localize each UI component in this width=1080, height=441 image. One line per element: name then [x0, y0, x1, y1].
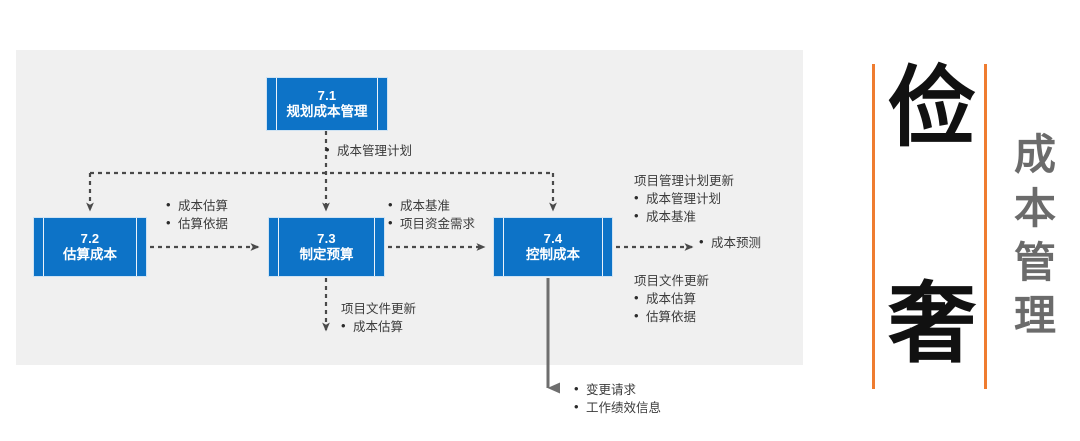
annotation-cost-baseline: 成本基准 项目资金需求	[388, 196, 475, 233]
annotation-item: 成本管理计划	[325, 141, 412, 160]
poster-rule-left	[872, 64, 875, 389]
process-number: 7.3	[317, 231, 336, 247]
annotation-header: 项目文件更新	[341, 302, 417, 316]
poster-title-char-1: 成	[1013, 130, 1056, 179]
box-divider-left	[503, 218, 504, 276]
annotation-project-docs-update-1: 项目文件更新 成本估算	[341, 300, 416, 336]
box-divider-right	[377, 78, 378, 130]
annotation-item: 成本基准	[634, 207, 734, 226]
annotation-header: 项目文件更新	[634, 274, 710, 288]
annotation-cost-management-plan: 成本管理计划	[325, 141, 412, 160]
poster-title-char-4: 理	[1013, 291, 1056, 341]
poster-char-top: 俭	[887, 56, 976, 159]
annotation-cost-estimates: 成本估算 估算依据	[166, 196, 228, 233]
process-box-7-1[interactable]: 7.1 规划成本管理	[266, 77, 388, 131]
poster-vertical-title: 成 本 管 理	[1004, 128, 1066, 343]
poster-char-bottom: 奢	[887, 272, 976, 375]
annotation-item: 估算依据	[634, 307, 709, 326]
annotation-change-requests: 变更请求 工作绩效信息	[574, 380, 661, 417]
annotation-item: 估算依据	[166, 214, 228, 233]
process-name: 估算成本	[63, 246, 117, 262]
annotation-item: 成本管理计划	[634, 189, 734, 208]
connector-distribution-bar	[86, 171, 557, 212]
process-number: 7.4	[543, 231, 563, 247]
poster-panel: 俭 奢 成 本 管 理	[860, 50, 1080, 390]
annotation-project-docs-update-2: 项目文件更新 成本估算 估算依据	[634, 272, 709, 326]
process-name: 规划成本管理	[286, 103, 368, 119]
process-number: 7.1	[317, 88, 337, 104]
process-box-7-2[interactable]: 7.2 估算成本	[33, 217, 147, 277]
annotation-item: 成本预测	[699, 233, 761, 252]
poster-title-char-3: 管	[1013, 237, 1056, 287]
process-name: 制定预算	[299, 246, 354, 262]
annotation-item: 成本估算	[634, 289, 709, 308]
annotation-item: 变更请求	[574, 380, 661, 399]
annotation-item: 项目资金需求	[388, 214, 475, 233]
poster-title-char-2: 本	[1013, 183, 1056, 233]
box-divider-left	[278, 218, 279, 276]
process-box-7-4[interactable]: 7.4 控制成本	[493, 217, 613, 277]
box-divider-left	[276, 78, 277, 130]
box-divider-right	[136, 218, 137, 276]
annotation-pm-plan-update: 项目管理计划更新 成本管理计划 成本基准	[634, 172, 734, 226]
poster-rule-right	[984, 64, 987, 389]
annotation-header: 项目管理计划更新	[634, 174, 735, 188]
process-name: 控制成本	[526, 246, 580, 262]
annotation-item: 成本估算	[166, 196, 228, 215]
process-box-7-3[interactable]: 7.3 制定预算	[268, 217, 385, 277]
box-divider-right	[602, 218, 603, 276]
annotation-item: 工作绩效信息	[574, 398, 661, 417]
annotation-item: 成本基准	[388, 196, 475, 215]
box-divider-right	[374, 218, 375, 276]
annotation-cost-forecast: 成本预测	[699, 233, 761, 252]
box-divider-left	[43, 218, 44, 276]
annotation-item: 成本估算	[341, 317, 416, 336]
process-number: 7.2	[80, 231, 100, 247]
